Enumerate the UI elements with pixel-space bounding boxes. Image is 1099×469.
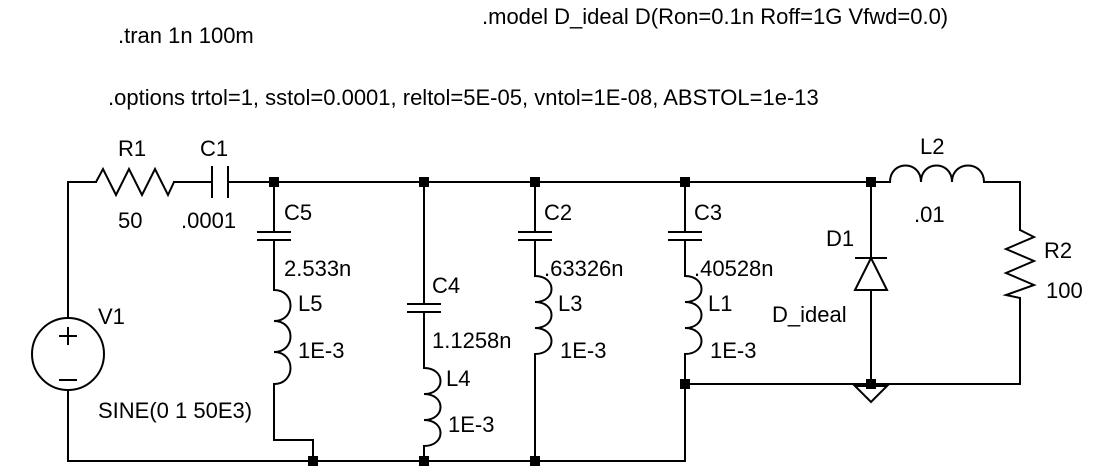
- ground-symbol: [852, 385, 890, 404]
- capacitor-c3[interactable]: C3 .40528n: [668, 200, 774, 281]
- c2-value: .63326n: [544, 256, 624, 281]
- c1-value: .0001: [181, 208, 236, 233]
- resistor-r2[interactable]: R2 100: [1002, 229, 1083, 303]
- c1-label: C1: [200, 136, 228, 161]
- capacitor-c1[interactable]: C1 .0001: [181, 136, 236, 233]
- inductor-l4[interactable]: L4 1E-3: [423, 366, 494, 447]
- inductor-l3[interactable]: L3 1E-3: [534, 275, 606, 363]
- l5-value: 1E-3: [298, 338, 344, 363]
- l5-label: L5: [298, 291, 322, 316]
- r1-value: 50: [118, 208, 142, 233]
- wire-right-bottom[interactable]: [684, 297, 1021, 385]
- junction-dot[interactable]: [680, 177, 690, 187]
- c3-label: C3: [694, 200, 722, 225]
- inductor-l3-coil[interactable]: [534, 275, 553, 355]
- wire-left-lower[interactable]: [67, 389, 686, 462]
- inductor-l1-coil[interactable]: [684, 275, 703, 355]
- inductor-l2[interactable]: L2 .01: [870, 134, 985, 227]
- junction-dot[interactable]: [530, 177, 540, 187]
- c4-value: 1.1258n: [432, 328, 512, 353]
- junction-dot[interactable]: [530, 456, 540, 466]
- l3-value: 1E-3: [560, 338, 606, 363]
- diode-d1[interactable]: D1 D_ideal: [772, 226, 889, 327]
- voltage-source-v1[interactable]: V1 SINE(0 1 50E3): [31, 304, 252, 423]
- inductor-l5-coil[interactable]: [273, 289, 292, 385]
- c2-label: C2: [544, 200, 572, 225]
- l1-label: L1: [708, 291, 732, 316]
- l3-label: L3: [558, 291, 582, 316]
- inductor-l1[interactable]: L1 1E-3: [684, 275, 756, 363]
- voltage-source-v1-circle[interactable]: [31, 317, 105, 391]
- junction-dot[interactable]: [269, 177, 279, 187]
- capacitor-c5[interactable]: C5 2.533n: [257, 200, 351, 281]
- inductor-l5[interactable]: L5 1E-3: [273, 289, 344, 385]
- l2-label: L2: [920, 134, 944, 159]
- capacitor-c4[interactable]: C4 1.1258n: [407, 273, 512, 353]
- junction-dot[interactable]: [866, 379, 876, 389]
- d1-value: D_ideal: [772, 302, 847, 327]
- wire-right-top[interactable]: [983, 181, 1021, 231]
- c3-value: .40528n: [694, 256, 774, 281]
- junction-dot[interactable]: [419, 456, 429, 466]
- model-directive[interactable]: .model D_ideal D(Ron=0.1n Roff=1G Vfwd=0…: [482, 4, 948, 29]
- c4-label: C4: [432, 273, 460, 298]
- v1-value: SINE(0 1 50E3): [98, 398, 252, 423]
- junction-dot[interactable]: [419, 177, 429, 187]
- inductor-l2-coil[interactable]: [889, 164, 985, 183]
- d1-label: D1: [826, 226, 854, 251]
- wire-l5-bottom[interactable]: [273, 383, 314, 462]
- junction-dot[interactable]: [308, 456, 318, 466]
- wires: [67, 181, 1021, 462]
- ground-icon: [852, 385, 890, 404]
- resistor-r2-symbol[interactable]: [1002, 229, 1037, 299]
- v1-label: V1: [98, 304, 125, 329]
- c5-value: 2.533n: [284, 256, 351, 281]
- l4-label: L4: [446, 366, 470, 391]
- diode-d1-triangle[interactable]: [853, 255, 889, 291]
- c5-label: C5: [284, 200, 312, 225]
- inductor-l4-coil[interactable]: [423, 367, 442, 447]
- resistor-r1[interactable]: R1 50: [95, 136, 175, 233]
- l2-value: .01: [914, 202, 945, 227]
- options-directive[interactable]: .options trtol=1, sstol=0.0001, reltol=5…: [108, 85, 819, 110]
- r2-label: R2: [1044, 238, 1072, 263]
- r1-label: R1: [118, 136, 146, 161]
- l4-value: 1E-3: [448, 412, 494, 437]
- resistor-r1-symbol[interactable]: [95, 166, 175, 198]
- capacitor-c2[interactable]: C2 .63326n: [518, 200, 624, 281]
- l1-value: 1E-3: [710, 338, 756, 363]
- junction-dot[interactable]: [680, 379, 690, 389]
- tran-directive[interactable]: .tran 1n 100m: [118, 23, 254, 48]
- r2-value: 100: [1046, 278, 1083, 303]
